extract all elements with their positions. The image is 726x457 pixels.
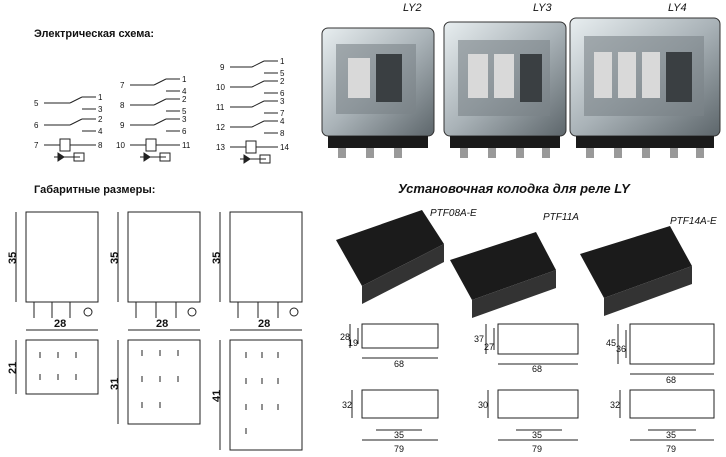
socket-ptf11a-dims bbox=[485, 323, 579, 441]
pin-label: 11 bbox=[182, 141, 191, 150]
pin-label: 5 bbox=[182, 107, 187, 116]
relay-ly3-image bbox=[443, 21, 567, 158]
dim-b: 79 bbox=[532, 444, 542, 454]
dim-w1: 45 bbox=[606, 338, 616, 348]
dims-ly3 bbox=[117, 211, 201, 425]
relay-label-ly3: LY3 bbox=[533, 2, 552, 14]
dim-height: 35 bbox=[109, 252, 121, 264]
dim-a: 35 bbox=[394, 430, 404, 440]
relay-label-ly2: LY2 bbox=[403, 2, 422, 14]
socket-label-ptf14a: PTF14A-E bbox=[670, 216, 717, 227]
socket-ptf08a-dims bbox=[349, 323, 439, 441]
pin-label: 5 bbox=[280, 69, 285, 78]
pin-label: 2 bbox=[280, 77, 285, 86]
dim-h: 30 bbox=[478, 400, 488, 410]
pin-label: 1 bbox=[98, 93, 103, 102]
pin-label: 6 bbox=[34, 121, 39, 130]
pin-label: 8 bbox=[120, 101, 125, 110]
schematic-ly3 bbox=[130, 78, 180, 162]
pin-label: 4 bbox=[182, 87, 187, 96]
dim-width: 28 bbox=[156, 318, 168, 330]
relay-photos bbox=[321, 17, 721, 158]
pin-label: 10 bbox=[116, 141, 125, 150]
dim-w2: 27 bbox=[484, 342, 494, 352]
pin-label: 14 bbox=[280, 143, 289, 152]
dim-height: 35 bbox=[211, 252, 223, 264]
pin-label: 6 bbox=[182, 127, 187, 136]
dim-w1: 28 bbox=[340, 332, 350, 342]
dim-height: 35 bbox=[7, 252, 19, 264]
dim-depth: 21 bbox=[7, 362, 19, 374]
pin-label: 9 bbox=[220, 63, 225, 72]
socket-label-ptf11a: PTF11A bbox=[543, 212, 579, 223]
relay-ly2-image bbox=[321, 27, 435, 158]
schematic-heading: Электрическая схема: bbox=[34, 28, 155, 40]
dims-ly2 bbox=[15, 211, 99, 395]
dim-depth: 31 bbox=[109, 378, 121, 390]
pin-label: 4 bbox=[280, 117, 285, 126]
socket-label-ptf08a: PTF08A-E bbox=[430, 208, 477, 219]
dim-h: 32 bbox=[342, 400, 352, 410]
relay-dimension-drawings: 35 28 21 35 28 31 35 28 41 bbox=[7, 211, 303, 451]
dim-len: 68 bbox=[532, 364, 542, 374]
dim-h: 32 bbox=[610, 400, 620, 410]
socket-ptf14a-dims bbox=[617, 323, 715, 441]
dim-a: 35 bbox=[666, 430, 676, 440]
pin-label: 9 bbox=[120, 121, 125, 130]
dim-w2: 19 bbox=[348, 338, 358, 348]
dim-depth: 41 bbox=[211, 390, 223, 402]
pin-label: 5 bbox=[34, 99, 39, 108]
pin-label: 7 bbox=[120, 81, 125, 90]
schematic-ly2 bbox=[44, 96, 96, 162]
pin-label: 7 bbox=[280, 109, 285, 118]
dim-len: 68 bbox=[394, 359, 404, 369]
pin-label: 13 bbox=[216, 143, 225, 152]
dim-w2: 36 bbox=[616, 344, 626, 354]
wiring-schematics: 5 6 7 1 3 2 4 8 7 8 9 10 1 4 2 5 3 6 11 … bbox=[34, 57, 289, 164]
dim-len: 68 bbox=[666, 375, 676, 385]
schematic-ly4 bbox=[230, 60, 278, 164]
pin-label: 7 bbox=[34, 141, 39, 150]
pin-label: 8 bbox=[280, 129, 285, 138]
pin-label: 8 bbox=[98, 141, 103, 150]
relay-label-ly4: LY4 bbox=[668, 2, 687, 14]
pin-label: 3 bbox=[182, 115, 187, 124]
pin-label: 6 bbox=[280, 89, 285, 98]
relay-ly4-image bbox=[569, 17, 721, 158]
dimensions-heading: Габаритные размеры: bbox=[34, 184, 156, 196]
socket-heading: Установочная колодка для реле LY bbox=[398, 181, 630, 196]
pin-label: 12 bbox=[216, 123, 225, 132]
pin-label: 1 bbox=[280, 57, 285, 66]
pin-label: 10 bbox=[216, 83, 225, 92]
dim-a: 35 bbox=[532, 430, 542, 440]
pin-label: 1 bbox=[182, 75, 187, 84]
pin-label: 2 bbox=[182, 95, 187, 104]
dim-b: 79 bbox=[394, 444, 404, 454]
dim-b: 79 bbox=[666, 444, 676, 454]
dim-w1: 37 bbox=[474, 334, 484, 344]
dim-width: 28 bbox=[54, 318, 66, 330]
dim-width: 28 bbox=[258, 318, 270, 330]
pin-label: 2 bbox=[98, 115, 103, 124]
pin-label: 3 bbox=[98, 105, 103, 114]
socket-drawings: 28 19 68 32 35 79 37 27 68 30 35 79 45 3… bbox=[336, 210, 715, 454]
socket-photos bbox=[336, 210, 692, 318]
pin-label: 11 bbox=[216, 103, 225, 112]
dims-ly4 bbox=[219, 211, 303, 451]
pin-label: 4 bbox=[98, 127, 103, 136]
pin-label: 3 bbox=[280, 97, 285, 106]
